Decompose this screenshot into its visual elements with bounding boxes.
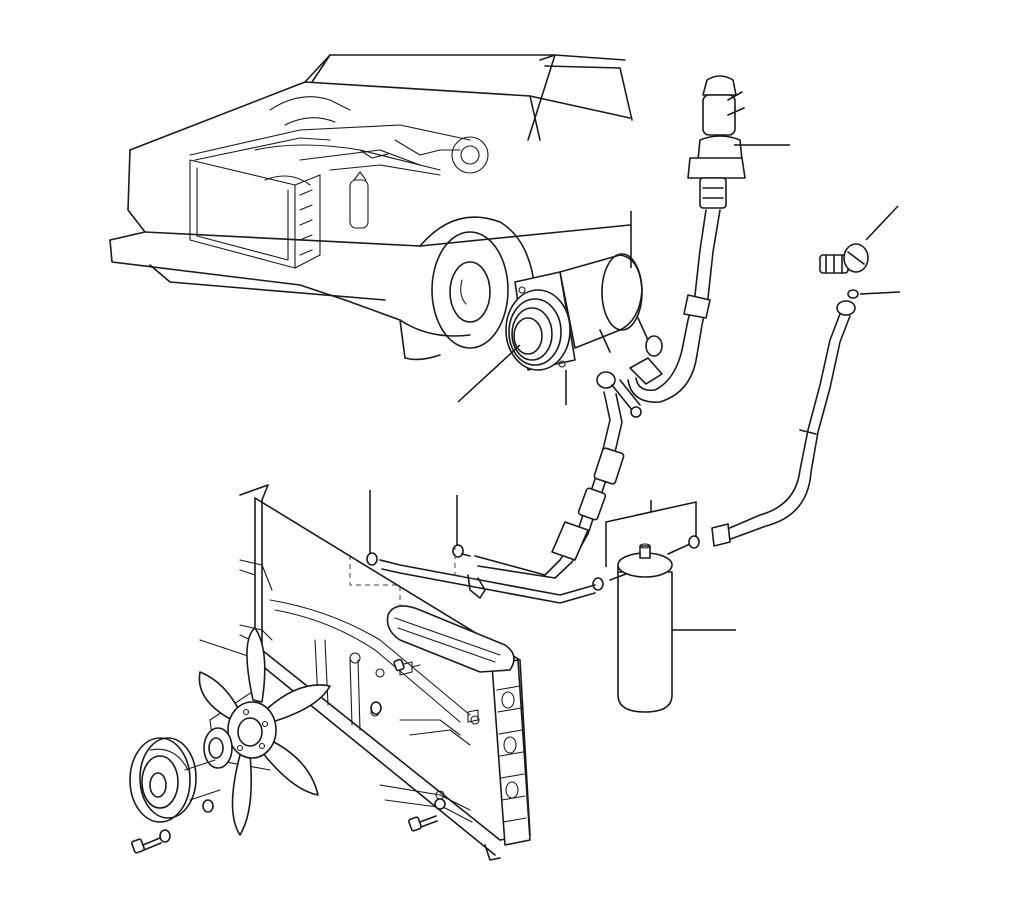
hose-icon: [627, 75, 746, 403]
seal-icon: [847, 289, 859, 299]
bolt-icon: [131, 658, 446, 854]
condenser-icon: [239, 484, 531, 861]
pulley-icon: [129, 727, 233, 823]
pipe-icon: [711, 300, 856, 547]
canister-icon: [592, 535, 700, 713]
leader-line: [865, 205, 899, 241]
pulley-icon: [505, 271, 576, 371]
leader-line: [457, 344, 521, 403]
hose-icon: [474, 371, 642, 579]
callout-leaders: [369, 144, 901, 631]
leader-line: [859, 291, 901, 295]
car-outline-icon: [109, 54, 633, 361]
compressor-icon: [559, 253, 649, 353]
valve-icon: [819, 243, 869, 274]
pipe-icon: [349, 544, 596, 605]
fan-icon: [198, 627, 331, 836]
